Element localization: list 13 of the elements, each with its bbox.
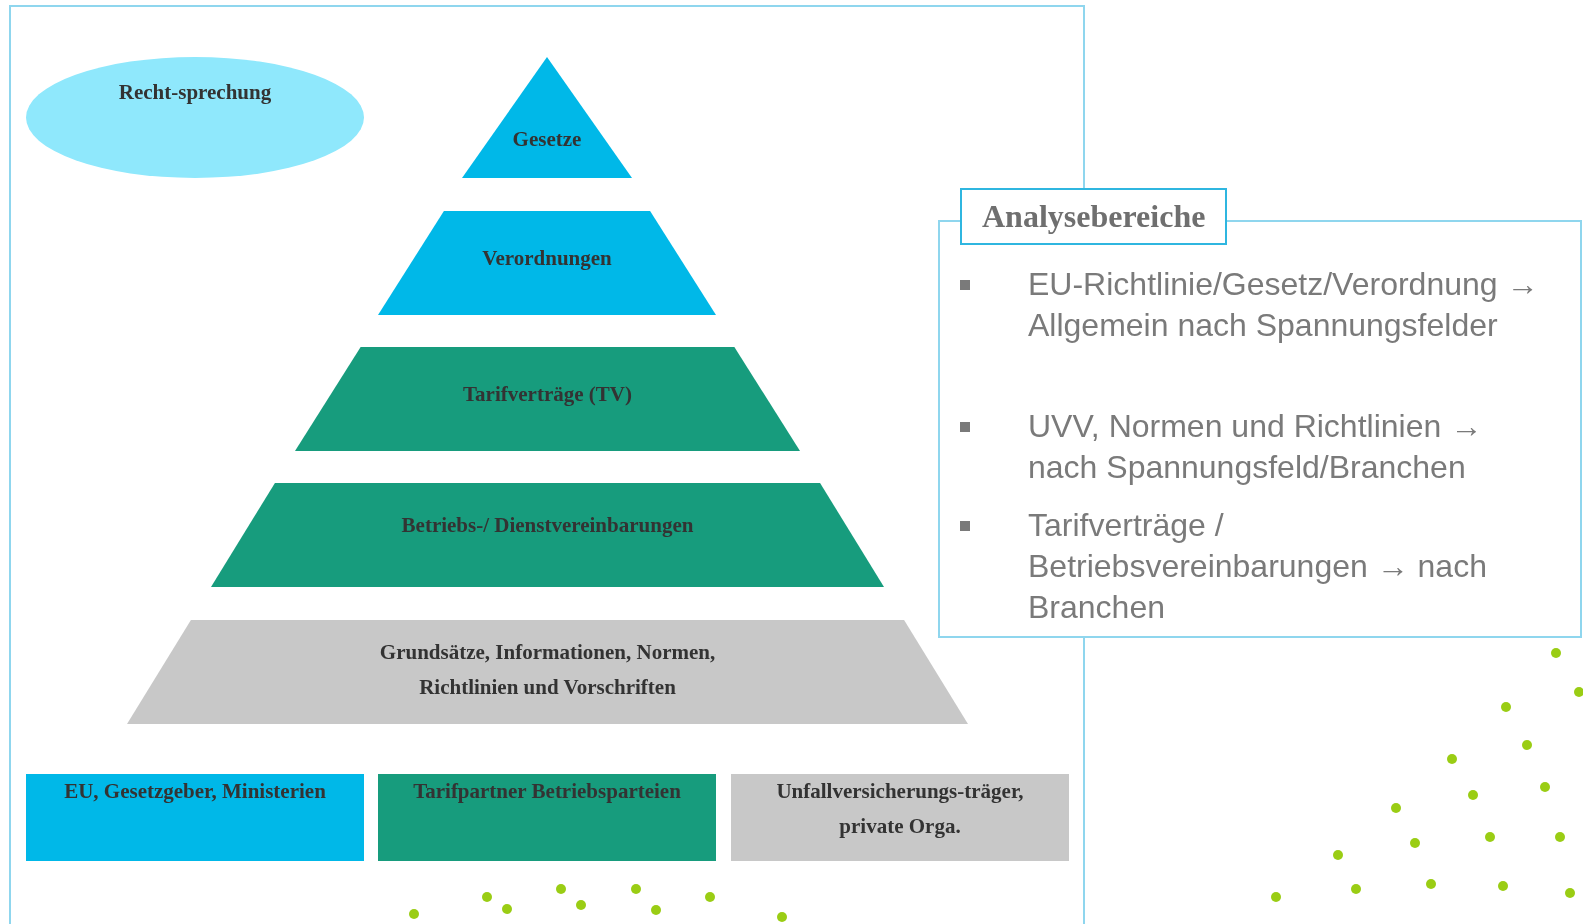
level-label: Gesetze [512,127,582,151]
level-label: Grundsätze, Informationen, Normen, Richtlinien und Vorschriften [379,640,716,699]
level-label: Verordnungen [482,246,612,270]
panel-heading: Analysebereiche [960,188,1228,245]
level-label: EU, Gesetzgeber, Ministerien [64,779,326,803]
bullet-text: UVV, Normen und Richtlinien → nach Spannungsfeld/Branchen [1028,407,1484,487]
level-label: Recht-sprechung [118,80,272,104]
level-label: Unfallversicherungs-träger, private Orga. [776,779,1024,838]
level-label: Tarifpartner Betriebsparteien [413,779,681,803]
bullet-text: Tarifverträge / Betriebsvereinbarungen → nach Branchen [1028,506,1488,627]
level-label: Tarifverträge (TV) [463,382,632,406]
bullet-text: EU-Richtlinie/Gesetz/Verordnung → Allgemein nach Spannungsfelder [1028,265,1540,345]
level-label: Betriebs-/ Dienstvereinbarungen [401,513,694,537]
